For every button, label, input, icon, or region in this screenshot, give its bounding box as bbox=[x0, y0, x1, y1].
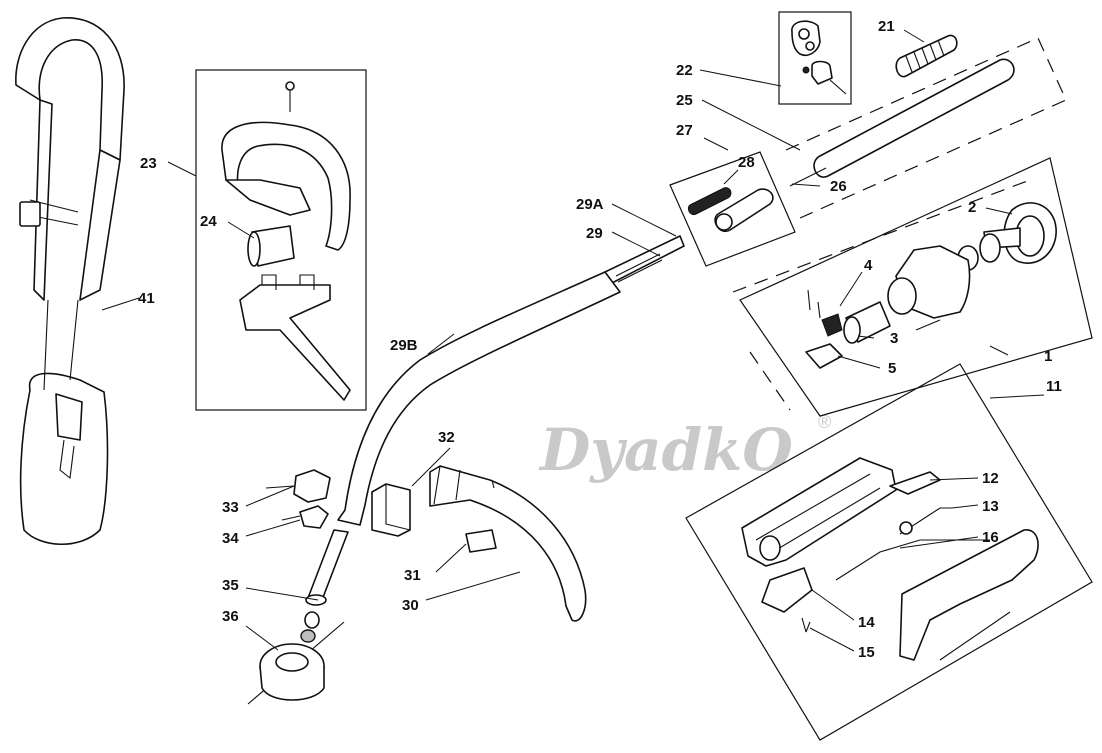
callout-11: 11 bbox=[1046, 378, 1062, 395]
engine-parts bbox=[805, 202, 1057, 369]
callout-29b: 29B bbox=[390, 337, 418, 354]
callout-30: 30 bbox=[402, 597, 419, 614]
callout-2: 2 bbox=[968, 199, 976, 216]
leader-lines bbox=[101, 29, 1045, 652]
callout-3: 3 bbox=[890, 330, 898, 347]
part-30-guard bbox=[429, 465, 587, 622]
part-32-clamp bbox=[371, 483, 411, 537]
tube-dashed-outline bbox=[785, 37, 1067, 219]
watermark: DyadkO ® bbox=[538, 412, 831, 484]
box-22-parts bbox=[791, 20, 847, 95]
callout-26: 26 bbox=[830, 178, 847, 195]
callout-36: 36 bbox=[222, 608, 239, 625]
callout-29a: 29A bbox=[576, 196, 604, 213]
callout-22: 22 bbox=[676, 62, 693, 79]
callout-13: 13 bbox=[982, 498, 999, 515]
watermark-text: DyadkO bbox=[538, 416, 793, 484]
handle-assembly-box bbox=[195, 69, 367, 411]
callout-4: 4 bbox=[864, 257, 873, 274]
callout-29: 29 bbox=[586, 225, 603, 242]
callout-41: 41 bbox=[138, 290, 155, 307]
callout-23: 23 bbox=[140, 155, 157, 172]
drive-shaft bbox=[337, 235, 685, 526]
control-handle-parts bbox=[741, 457, 1039, 661]
callout-21: 21 bbox=[878, 18, 895, 35]
control-handle-box bbox=[685, 363, 1093, 741]
callout-5: 5 bbox=[888, 360, 896, 377]
callout-labels: 1 2 3 4 5 11 12 13 14 15 16 21 22 23 24 … bbox=[138, 18, 1062, 661]
callout-16: 16 bbox=[982, 529, 999, 546]
engine-box bbox=[739, 157, 1093, 417]
box-27-parts bbox=[687, 187, 774, 233]
engine-dashed-line-side bbox=[749, 351, 791, 411]
callout-34: 34 bbox=[222, 530, 239, 547]
callout-24: 24 bbox=[200, 213, 217, 230]
box-27 bbox=[669, 151, 796, 267]
box-22 bbox=[778, 11, 852, 105]
callout-32: 32 bbox=[438, 429, 455, 446]
shoulder-harness-part bbox=[15, 17, 125, 546]
callout-31: 31 bbox=[404, 567, 421, 584]
callout-28: 28 bbox=[738, 154, 755, 171]
part-21-grip bbox=[895, 34, 958, 78]
callout-35: 35 bbox=[222, 577, 239, 594]
callout-12: 12 bbox=[982, 470, 999, 487]
callout-25: 25 bbox=[676, 92, 693, 109]
watermark-registered-mark: ® bbox=[818, 412, 831, 432]
callout-15: 15 bbox=[858, 644, 875, 661]
callout-27: 27 bbox=[676, 122, 693, 139]
callout-1: 1 bbox=[1044, 348, 1052, 365]
callout-33: 33 bbox=[222, 499, 239, 516]
callout-14: 14 bbox=[858, 614, 875, 631]
cutting-head-parts bbox=[247, 469, 349, 705]
tube-parts bbox=[789, 58, 1015, 187]
engine-dashed-line-top bbox=[732, 179, 1031, 293]
handle-assembly-parts bbox=[221, 81, 351, 401]
